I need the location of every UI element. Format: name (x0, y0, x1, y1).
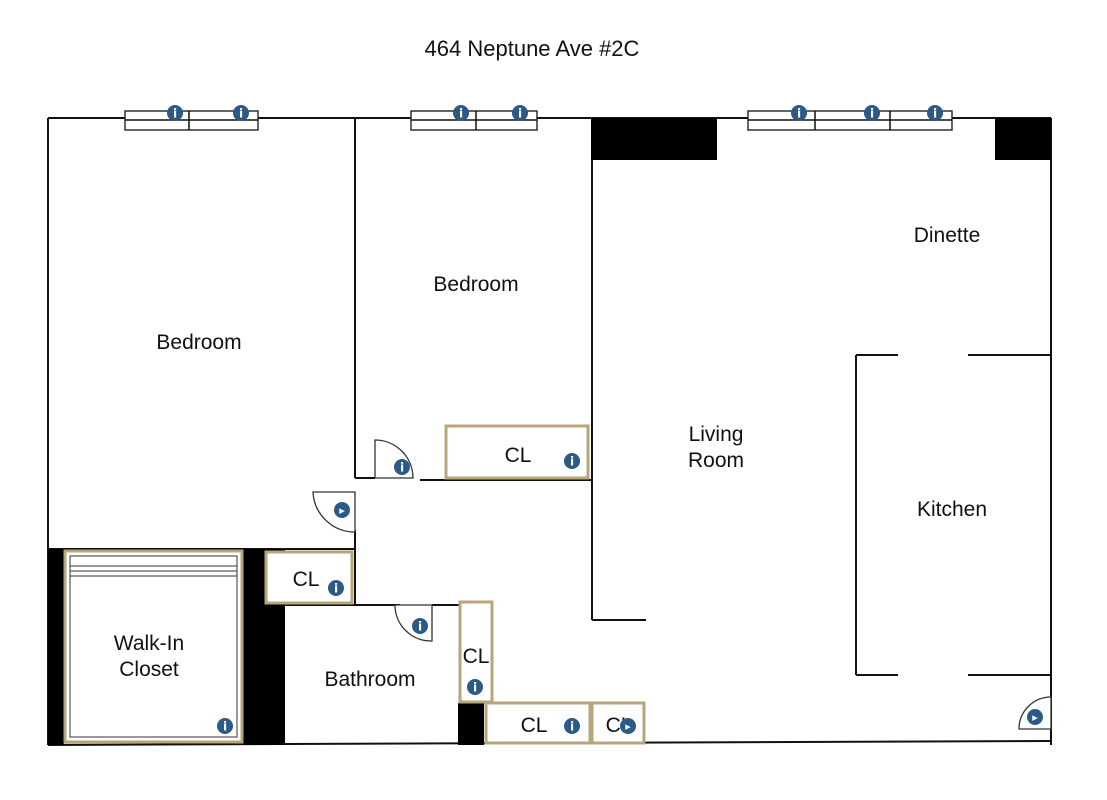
door-bedroom-left (312, 491, 356, 533)
info-icon[interactable]: i (394, 459, 410, 475)
walkin-closet (63, 549, 244, 744)
label-kitchen: Kitchen (917, 498, 987, 521)
label-bathroom: Bathroom (324, 668, 415, 691)
svg-text:i: i (173, 107, 177, 121)
info-icon[interactable]: i (217, 718, 233, 734)
info-icon[interactable]: i (167, 105, 183, 121)
camera-icon[interactable]: ▸ (334, 502, 350, 518)
closets (63, 424, 646, 745)
label-living-line1: Living (689, 423, 744, 446)
svg-text:i: i (570, 455, 574, 469)
svg-text:i: i (797, 107, 801, 121)
info-markers: i i i i i i i i i i i i i i (167, 105, 943, 734)
closet-bottom-2 (590, 701, 646, 745)
svg-text:▸: ▸ (625, 720, 631, 733)
label-bedroom-middle: Bedroom (433, 273, 518, 296)
camera-markers: ▸ ▸ ▸ (334, 502, 1043, 734)
label-walkin-line1: Walk-In (114, 632, 184, 655)
info-icon[interactable]: i (864, 105, 880, 121)
camera-icon[interactable]: ▸ (1027, 709, 1043, 725)
label-closet-hall-top: CL (505, 444, 532, 467)
svg-text:i: i (418, 620, 422, 634)
svg-text:▸: ▸ (339, 504, 345, 517)
svg-text:i: i (933, 107, 937, 121)
interior-walls (48, 118, 1051, 676)
plan-title: 464 Neptune Ave #2C (425, 36, 640, 61)
label-closet-left: CL (293, 568, 320, 591)
svg-text:i: i (459, 107, 463, 121)
closet-hall-top (444, 424, 590, 480)
info-icon[interactable]: i (233, 105, 249, 121)
label-closet-bottom-1: CL (521, 714, 548, 737)
svg-text:i: i (223, 720, 227, 734)
svg-text:▸: ▸ (1032, 711, 1038, 724)
svg-text:i: i (870, 107, 874, 121)
svg-text:i: i (473, 681, 477, 695)
svg-text:i: i (239, 107, 243, 121)
solid-walls (48, 118, 1051, 745)
info-icon[interactable]: i (453, 105, 469, 121)
svg-text:i: i (400, 461, 404, 475)
info-icon[interactable]: i (412, 618, 428, 634)
info-icon[interactable]: i (927, 105, 943, 121)
info-icon[interactable]: i (564, 453, 580, 469)
info-icon[interactable]: i (791, 105, 807, 121)
doors (312, 439, 1052, 730)
camera-icon[interactable]: ▸ (620, 718, 636, 734)
label-closet-vertical: CL (463, 645, 490, 668)
label-living-line2: Room (688, 449, 744, 472)
label-dinette: Dinette (914, 224, 981, 247)
windows (124, 110, 953, 131)
svg-text:i: i (570, 720, 574, 734)
info-icon[interactable]: i (328, 580, 344, 596)
svg-text:i: i (334, 582, 338, 596)
info-icon[interactable]: i (564, 718, 580, 734)
room-labels: Bedroom Bedroom Dinette Living Room Kitc… (114, 224, 987, 737)
info-icon[interactable]: i (512, 105, 528, 121)
label-walkin-line2: Closet (119, 658, 179, 681)
info-icon[interactable]: i (467, 679, 483, 695)
label-bedroom-left: Bedroom (156, 331, 241, 354)
svg-text:i: i (518, 107, 522, 121)
